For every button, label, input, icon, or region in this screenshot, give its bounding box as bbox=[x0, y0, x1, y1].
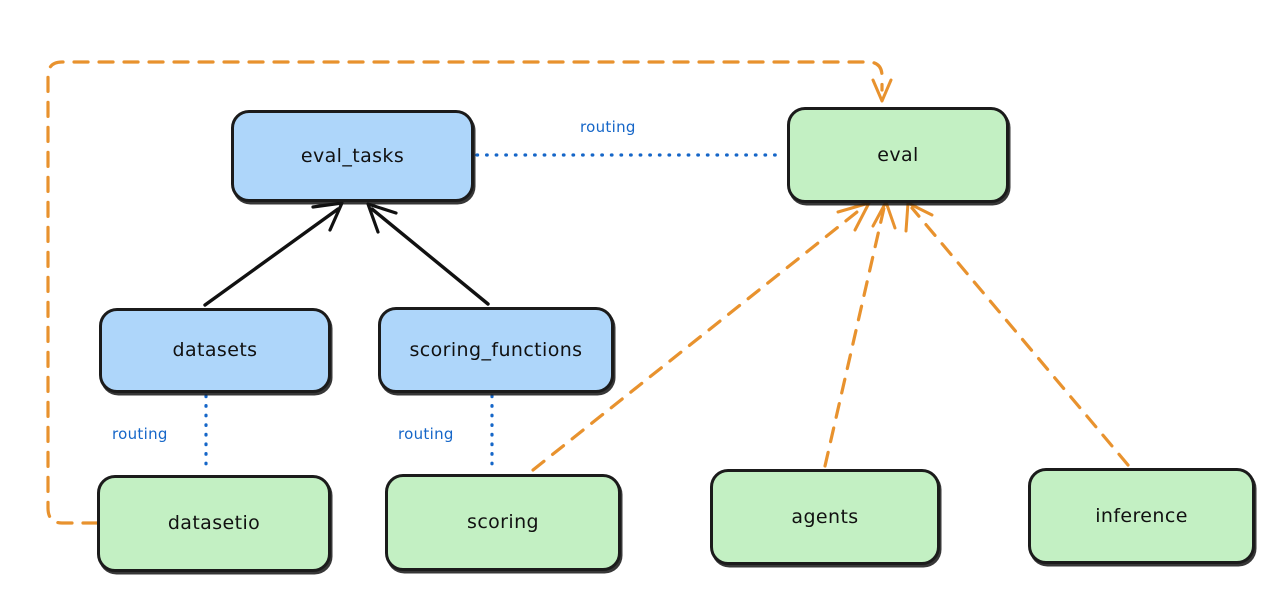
node-label: eval bbox=[877, 143, 919, 166]
edge-label-routing-eval-tasks-eval: routing bbox=[580, 118, 636, 136]
edge-scoring_functions-to-eval_tasks bbox=[366, 202, 490, 306]
node-label: datasetio bbox=[167, 512, 261, 535]
node-label: scoring_functions bbox=[409, 338, 583, 361]
node-agents[interactable]: agents bbox=[710, 469, 940, 565]
node-label: inference bbox=[1095, 504, 1188, 527]
node-label: datasets bbox=[172, 339, 258, 362]
node-scoring-functions[interactable]: scoring_functions bbox=[378, 307, 614, 393]
node-label: agents bbox=[791, 505, 859, 528]
node-eval[interactable]: eval bbox=[787, 107, 1009, 203]
node-label: eval_tasks bbox=[300, 144, 405, 167]
node-eval-tasks[interactable]: eval_tasks bbox=[231, 110, 474, 202]
node-scoring[interactable]: scoring bbox=[385, 474, 621, 571]
edge-agents-to-eval bbox=[823, 200, 897, 468]
edge-datasets-to-eval_tasks bbox=[203, 201, 344, 307]
edge-label-routing-datasets-datasetio: routing bbox=[112, 425, 168, 443]
node-datasetio[interactable]: datasetio bbox=[97, 475, 331, 572]
node-inference[interactable]: inference bbox=[1028, 468, 1255, 564]
node-label: scoring bbox=[467, 511, 539, 534]
node-datasets[interactable]: datasets bbox=[99, 308, 331, 393]
edge-label-routing-scoring-functions-scoring: routing bbox=[398, 425, 454, 443]
edge-inference-to-eval bbox=[904, 201, 1130, 467]
